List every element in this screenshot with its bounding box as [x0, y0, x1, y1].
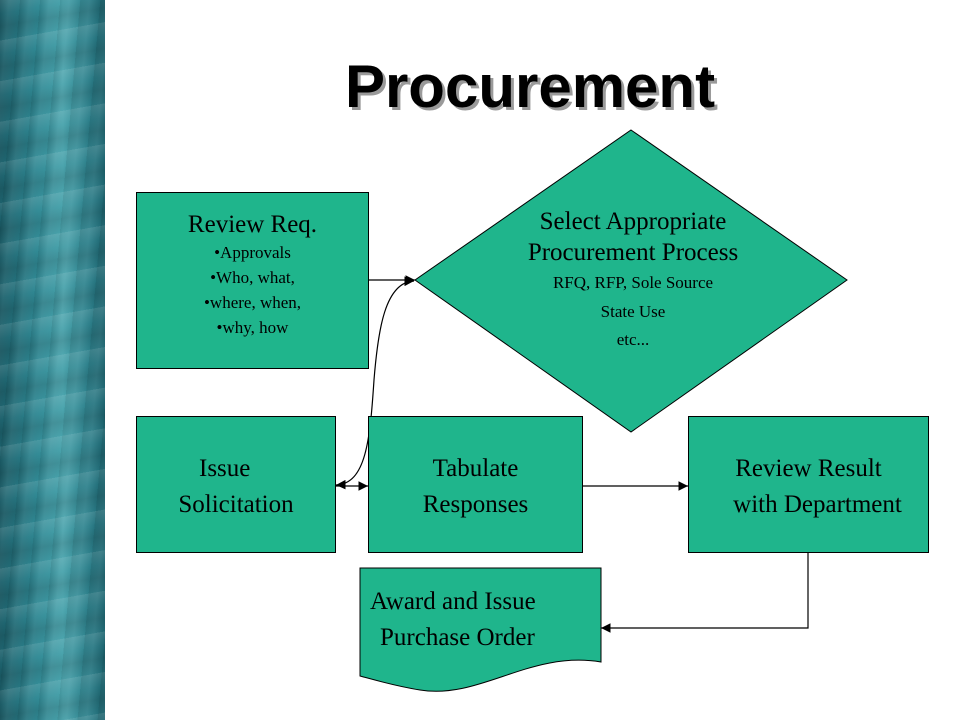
review-result-line2: with Department — [733, 491, 902, 518]
award-issue-line1: Award and Issue — [370, 588, 536, 615]
select-process-diamond — [414, 129, 848, 433]
arrow-review-to-award — [601, 553, 809, 633]
review-result-box: Review Result with Department — [688, 416, 929, 553]
review-req-bullet: •why, how — [216, 318, 289, 337]
review-req-bullet: •where, when, — [203, 293, 302, 312]
slide-title-text: Procurement — [344, 53, 716, 120]
tabulate-responses-line2: Responses — [422, 491, 529, 518]
select-process-line4: State Use — [600, 302, 666, 321]
tabulate-responses-box: Tabulate Responses — [368, 416, 583, 553]
review-req-bullet: •Approvals — [214, 243, 291, 262]
tabulate-responses-line1: Tabulate — [432, 455, 519, 482]
review-req-title: Review Req. — [187, 211, 318, 238]
select-process-line3: RFQ, RFP, Sole Source — [552, 273, 714, 292]
select-process-line5: etc... — [616, 330, 650, 349]
issue-solicitation-box: Issue Solicitation — [136, 416, 336, 553]
review-result-line1: Review Result — [735, 455, 882, 482]
award-issue-text: Award and Issue Purchase Order — [360, 584, 601, 656]
issue-solicitation-line1: Issue — [199, 455, 251, 482]
issue-solicitation-line2: Solicitation — [178, 491, 294, 518]
sidebar-decoration — [0, 0, 105, 720]
award-document-shape — [359, 567, 602, 692]
review-req-box: Review Req. •Approvals •Who, what, •wher… — [136, 192, 369, 369]
slide-title: Procurement — [0, 52, 960, 121]
select-process-text: Select Appropriate Procurement Process R… — [468, 206, 798, 354]
review-req-bullet: •Who, what, — [210, 268, 295, 287]
curved-arrow-select-to-issue — [335, 276, 415, 490]
select-process-line2: Procurement Process — [527, 239, 739, 266]
award-issue-line2: Purchase Order — [380, 624, 535, 651]
select-process-line1: Select Appropriate — [539, 208, 727, 235]
